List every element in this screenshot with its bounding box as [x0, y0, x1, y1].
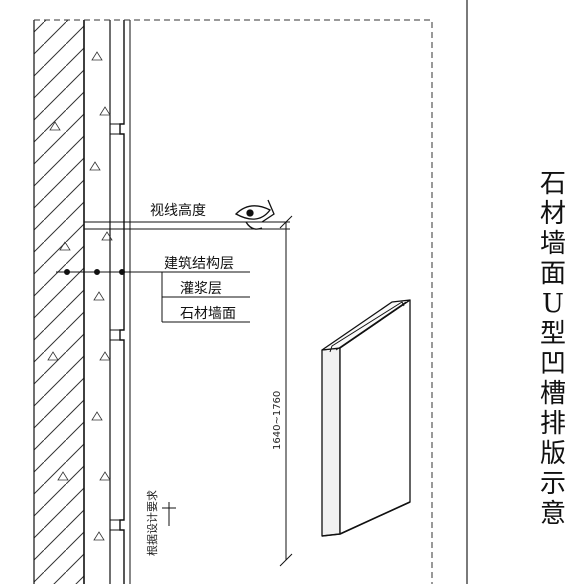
dashed-boundary: [34, 19, 433, 584]
structural-wall: [33, 20, 85, 584]
title-char: 示: [540, 469, 566, 499]
title-char: 面: [540, 259, 566, 289]
sight-line: [84, 221, 290, 230]
stone-wall-section: [110, 20, 131, 584]
dimension-text: 1640~1760: [272, 391, 283, 450]
label-stone-wall: 石材墙面: [180, 306, 236, 322]
stone-panel-3d: [321, 299, 411, 537]
title-char: 凹: [540, 349, 566, 379]
label-sight-height: 视线高度: [150, 202, 206, 219]
title-char: 石: [540, 169, 566, 199]
grout-layer: [47, 20, 113, 584]
title-char: 型: [540, 319, 566, 349]
dimension-line: [279, 215, 293, 567]
title-char: 材: [540, 199, 566, 229]
title-char: 槽: [540, 379, 566, 409]
title-char: 意: [540, 499, 566, 529]
design-note: 根据设计要求: [145, 490, 159, 556]
title-char: 版: [540, 439, 566, 469]
title-char: 排: [540, 409, 566, 439]
eye-icon: [234, 199, 275, 230]
title-char: U: [542, 289, 564, 319]
title-char: 墙: [540, 229, 566, 259]
note-mark: [162, 502, 176, 526]
leaders: [56, 269, 250, 323]
label-grout-layer: 灌浆层: [180, 281, 222, 297]
label-structure-layer: 建筑结构层: [164, 256, 234, 272]
